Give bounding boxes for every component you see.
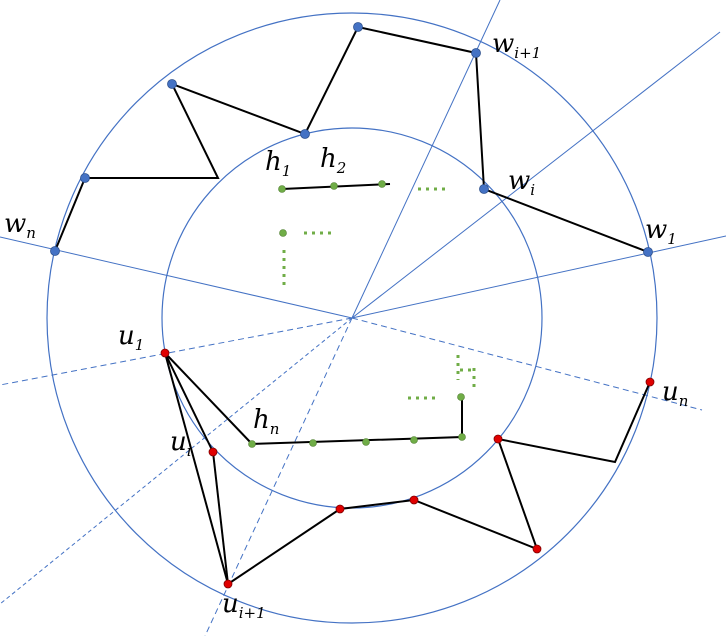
w-node-w1 xyxy=(643,247,653,257)
label-h-n: hn xyxy=(253,405,279,438)
h-node xyxy=(279,229,287,237)
label-u-i: ui xyxy=(170,427,192,460)
u-node xyxy=(493,434,503,444)
h-node-h2 xyxy=(330,182,338,190)
u-node xyxy=(409,495,419,505)
label-w-1: w1 xyxy=(645,215,677,248)
edge-ui-ui1 xyxy=(212,451,229,585)
h-node xyxy=(410,436,418,444)
edge-u1-hn xyxy=(164,352,253,445)
h-nodes xyxy=(248,180,466,448)
w-node xyxy=(300,129,310,139)
label-h-2: h2 xyxy=(320,144,346,177)
ray-w-i xyxy=(351,31,721,319)
w-node-wi1 xyxy=(471,48,481,58)
edge-u1-ui xyxy=(164,352,214,453)
w-node-wn xyxy=(50,246,60,256)
w-node xyxy=(353,22,363,32)
u-node-u1 xyxy=(160,348,170,358)
label-h-1: h1 xyxy=(265,147,291,180)
outer-circle xyxy=(46,12,658,624)
w-node-wi xyxy=(479,184,489,194)
green-dot-fragments xyxy=(282,187,476,400)
u-chain xyxy=(164,352,651,585)
u-nodes xyxy=(160,348,655,589)
label-u-1: u1 xyxy=(118,321,144,354)
w-node xyxy=(80,173,90,183)
h-node xyxy=(362,438,370,446)
h-path-bottom xyxy=(251,397,463,445)
u-node xyxy=(335,504,345,514)
u-node xyxy=(532,544,542,554)
h-node xyxy=(458,433,466,441)
u-node-ui xyxy=(208,447,218,457)
h-node xyxy=(309,439,317,447)
h-node xyxy=(378,180,386,188)
ray-w-i1 xyxy=(351,0,501,319)
edge-u1-ui1 xyxy=(164,352,229,585)
h-node xyxy=(457,393,465,401)
w-node xyxy=(167,79,177,89)
h-node-hn xyxy=(248,440,256,448)
u-node-un xyxy=(645,377,655,387)
ray-u-n xyxy=(351,317,703,411)
label-w-i: wi xyxy=(508,166,535,199)
ray-u-i xyxy=(0,317,353,605)
w-nodes xyxy=(50,22,653,257)
label-u-i1: ui+1 xyxy=(222,589,266,622)
w-chain-path xyxy=(54,25,649,253)
w-chain xyxy=(54,25,649,253)
label-w-i1: wi+1 xyxy=(492,29,541,62)
h-node-h1 xyxy=(278,185,286,193)
h-bottom-line xyxy=(251,397,463,445)
ray-w-1 xyxy=(351,235,726,319)
u-chain-path xyxy=(227,381,651,585)
label-u-n: un xyxy=(662,377,688,410)
label-w-n: wn xyxy=(4,209,36,242)
u-node-ui1 xyxy=(223,579,233,589)
